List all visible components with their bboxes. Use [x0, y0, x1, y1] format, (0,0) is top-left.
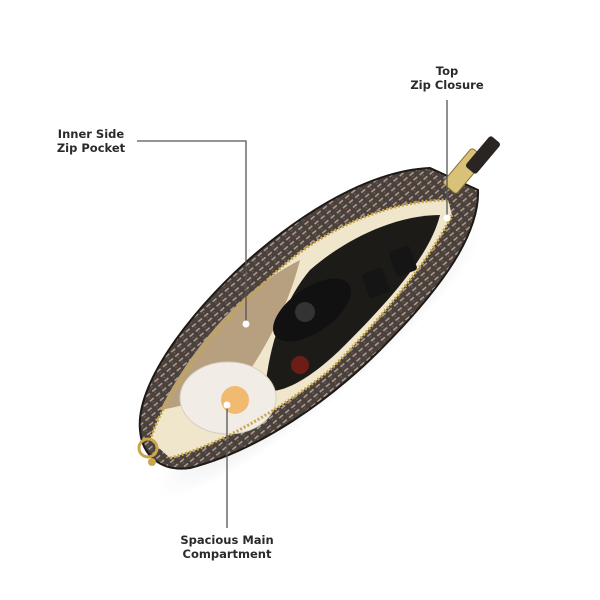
dot-main-compartment	[223, 401, 231, 409]
callout-leaders	[137, 100, 451, 528]
callout-inner-pocket-line1: Inner Side	[57, 127, 125, 141]
callout-top-zip-line1: Top	[435, 64, 459, 78]
callout-main-compartment-line1: Spacious Main	[180, 533, 274, 547]
callout-top-zip-line2: Zip Closure	[410, 78, 484, 92]
gold-ring	[137, 437, 159, 459]
zipper-pull	[443, 136, 500, 194]
callout-main-compartment-line2: Compartment	[182, 547, 272, 561]
zipper-track-upper	[148, 198, 449, 441]
dot-top-zip	[443, 214, 451, 222]
dot-inner-pocket	[242, 320, 250, 328]
pouch-bag	[137, 136, 500, 470]
leader-inner-pocket	[137, 140, 247, 324]
callout-inner-pocket: Inner Side Zip Pocket	[50, 127, 132, 155]
callout-inner-pocket-line2: Zip Pocket	[56, 141, 126, 155]
callout-main-compartment: Spacious Main Compartment	[160, 533, 294, 561]
callout-top-zip: Top Zip Closure	[395, 64, 499, 92]
